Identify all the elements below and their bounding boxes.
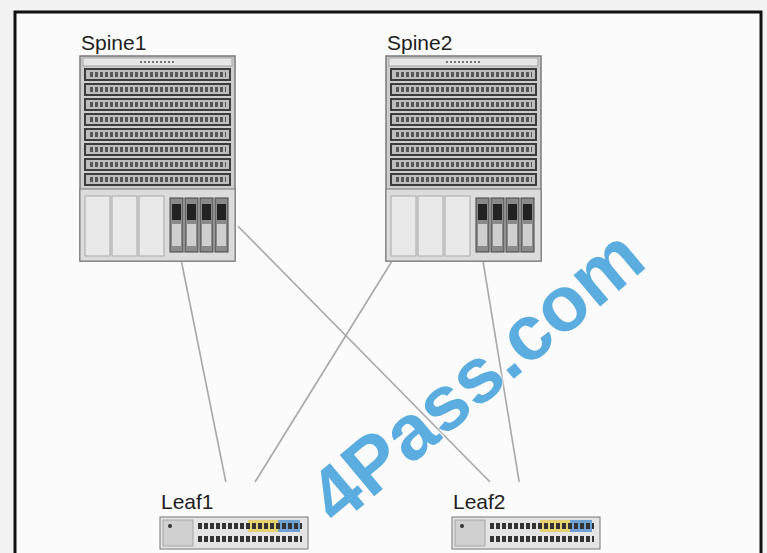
spine-chassis bbox=[80, 56, 235, 261]
spine-switch: Spine2 bbox=[384, 28, 544, 262]
spine-chassis bbox=[386, 56, 541, 261]
leaf-switch-node: Leaf1 bbox=[158, 482, 308, 553]
device-label: Leaf1 bbox=[158, 490, 214, 514]
leaf-switch bbox=[160, 517, 308, 549]
device-label: Spine2 bbox=[384, 31, 452, 55]
leaf-switch-node: Leaf2 bbox=[450, 482, 600, 553]
device-label: Spine1 bbox=[78, 31, 146, 55]
spine-switch: Spine1 bbox=[78, 28, 238, 262]
device-label: Leaf2 bbox=[450, 490, 506, 514]
leaf-switch bbox=[452, 517, 600, 549]
frame bbox=[15, 12, 761, 553]
uplink-line bbox=[182, 262, 226, 482]
